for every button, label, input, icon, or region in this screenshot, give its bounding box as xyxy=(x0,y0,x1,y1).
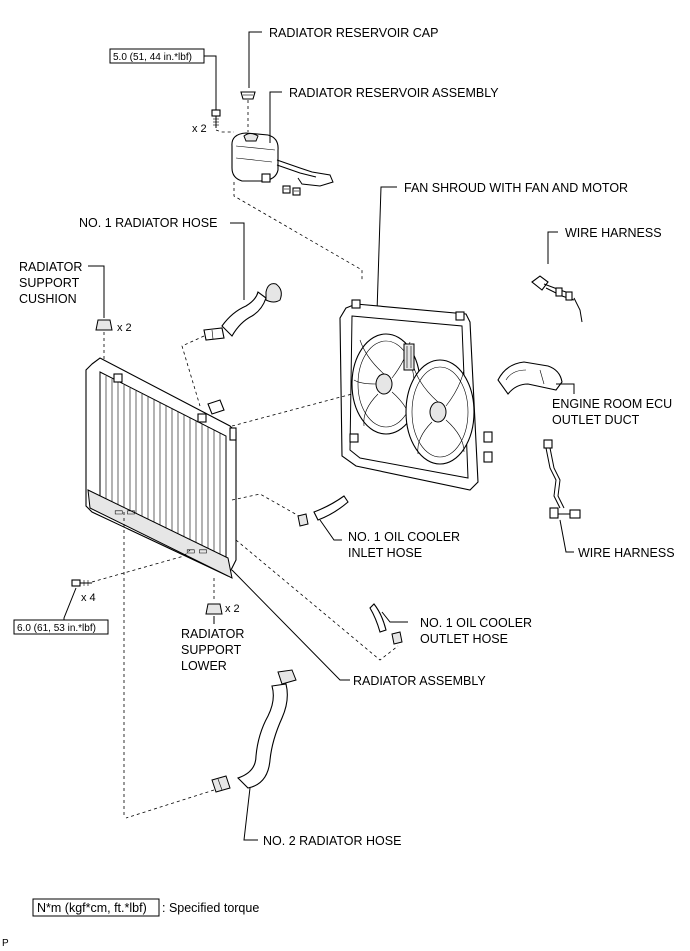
fan-shroud-with-fan-and-motor xyxy=(339,299,493,491)
no1-hose-leader xyxy=(230,222,245,300)
cap-leader xyxy=(248,31,262,88)
outlet-hose-leader xyxy=(381,611,408,623)
reservoir-guide xyxy=(233,182,363,280)
radiator-fan-guide-mid xyxy=(231,493,307,521)
radiator-bolt-qty: x 4 xyxy=(81,592,96,604)
radiator-label: RADIATOR ASSEMBLY xyxy=(353,674,486,688)
svg-text:▭ ▭: ▭ ▭ xyxy=(114,507,136,518)
cap-label: RADIATOR RESERVOIR CAP xyxy=(269,26,438,40)
wire-harness-top-leader xyxy=(547,231,558,264)
reservoir-leader xyxy=(269,91,282,143)
reservoir-bolt-icon xyxy=(211,109,221,128)
outlet-hose-label-1: NO. 1 OIL COOLER xyxy=(420,616,532,630)
no1-hose-label: NO. 1 RADIATOR HOSE xyxy=(79,216,217,230)
wire-harness-bottom xyxy=(543,439,581,519)
reservoir-bolt-guide xyxy=(215,129,234,133)
fan-shroud-leader xyxy=(376,186,397,313)
fan-shroud-label: FAN SHROUD WITH FAN AND MOTOR xyxy=(404,181,628,195)
radiator-bolt-icon xyxy=(71,579,92,587)
oil-cooler-outlet-hose xyxy=(369,603,403,645)
no1-hose-guide xyxy=(181,335,205,407)
wire-harness-top xyxy=(531,275,583,323)
cushion-leader xyxy=(88,265,105,318)
radiator-bolt-guide xyxy=(91,549,191,583)
reservoir-torque-leader xyxy=(204,55,217,110)
reservoir-torque-label: 5.0 (51, 44 in.*lbf) xyxy=(113,52,192,63)
ecu-duct-label-2: OUTLET DUCT xyxy=(552,413,640,427)
svg-text:▭ ▭: ▭ ▭ xyxy=(186,546,208,557)
wire-harness-top-label: WIRE HARNESS xyxy=(565,226,662,240)
inlet-hose-label-1: NO. 1 OIL COOLER xyxy=(348,530,460,544)
legend-torque-box xyxy=(32,898,160,917)
radiator-support-cushion xyxy=(95,319,113,331)
cushion-label-3: CUSHION xyxy=(19,292,77,306)
legend-description: : Specified torque xyxy=(162,901,259,915)
radiator-assembly: ▭ ▭ ▭ ▭ xyxy=(85,357,237,579)
radiator-torque-label: 6.0 (61, 53 in.*lbf) xyxy=(17,623,96,634)
reservoir-bolt-qty: x 2 xyxy=(192,123,207,135)
support-lower-label-2: SUPPORT xyxy=(181,643,242,657)
radiator-torque-box xyxy=(13,619,109,635)
support-lower-qty: x 2 xyxy=(225,603,240,615)
support-lower-label-1: RADIATOR xyxy=(181,627,244,641)
no2-hose-leader xyxy=(243,787,258,841)
no2-hose-label: NO. 2 RADIATOR HOSE xyxy=(263,834,401,848)
oil-cooler-inlet-hose xyxy=(297,495,349,527)
ecu-duct-leader xyxy=(556,383,575,394)
inlet-hose-leader xyxy=(319,519,342,541)
reservoir-label: RADIATOR RESERVOIR ASSEMBLY xyxy=(289,86,499,100)
legend-unit: N*m (kgf*cm, ft.*lbf) xyxy=(37,901,147,915)
inlet-hose-label-2: INLET HOSE xyxy=(348,546,422,560)
radiator-fan-guide-top xyxy=(231,393,353,427)
figure-code: P xyxy=(2,938,9,949)
support-lower-label-3: LOWER xyxy=(181,659,227,673)
wire-harness-bottom-label: WIRE HARNESS xyxy=(578,546,675,560)
radiator-leader xyxy=(231,569,350,681)
no2-hose-guide xyxy=(125,789,215,819)
engine-room-ecu-outlet-duct xyxy=(497,361,563,395)
wire-harness-bottom-leader xyxy=(559,519,574,553)
radiator-reservoir-cap xyxy=(240,91,256,100)
no2-radiator-hose xyxy=(211,669,297,793)
radiator-torque-leader xyxy=(63,587,77,620)
radiator-support-lower xyxy=(205,603,223,615)
cushion-qty: x 2 xyxy=(117,322,132,334)
outlet-hose-label-2: OUTLET HOSE xyxy=(420,632,508,646)
cushion-label-1: RADIATOR xyxy=(19,260,82,274)
no1-radiator-hose xyxy=(203,283,282,341)
radiator-reservoir-assembly xyxy=(231,132,334,196)
cushion-label-2: SUPPORT xyxy=(19,276,80,290)
radiator-outlet-guide xyxy=(235,539,399,661)
ecu-duct-label-1: ENGINE ROOM ECU xyxy=(552,397,672,411)
